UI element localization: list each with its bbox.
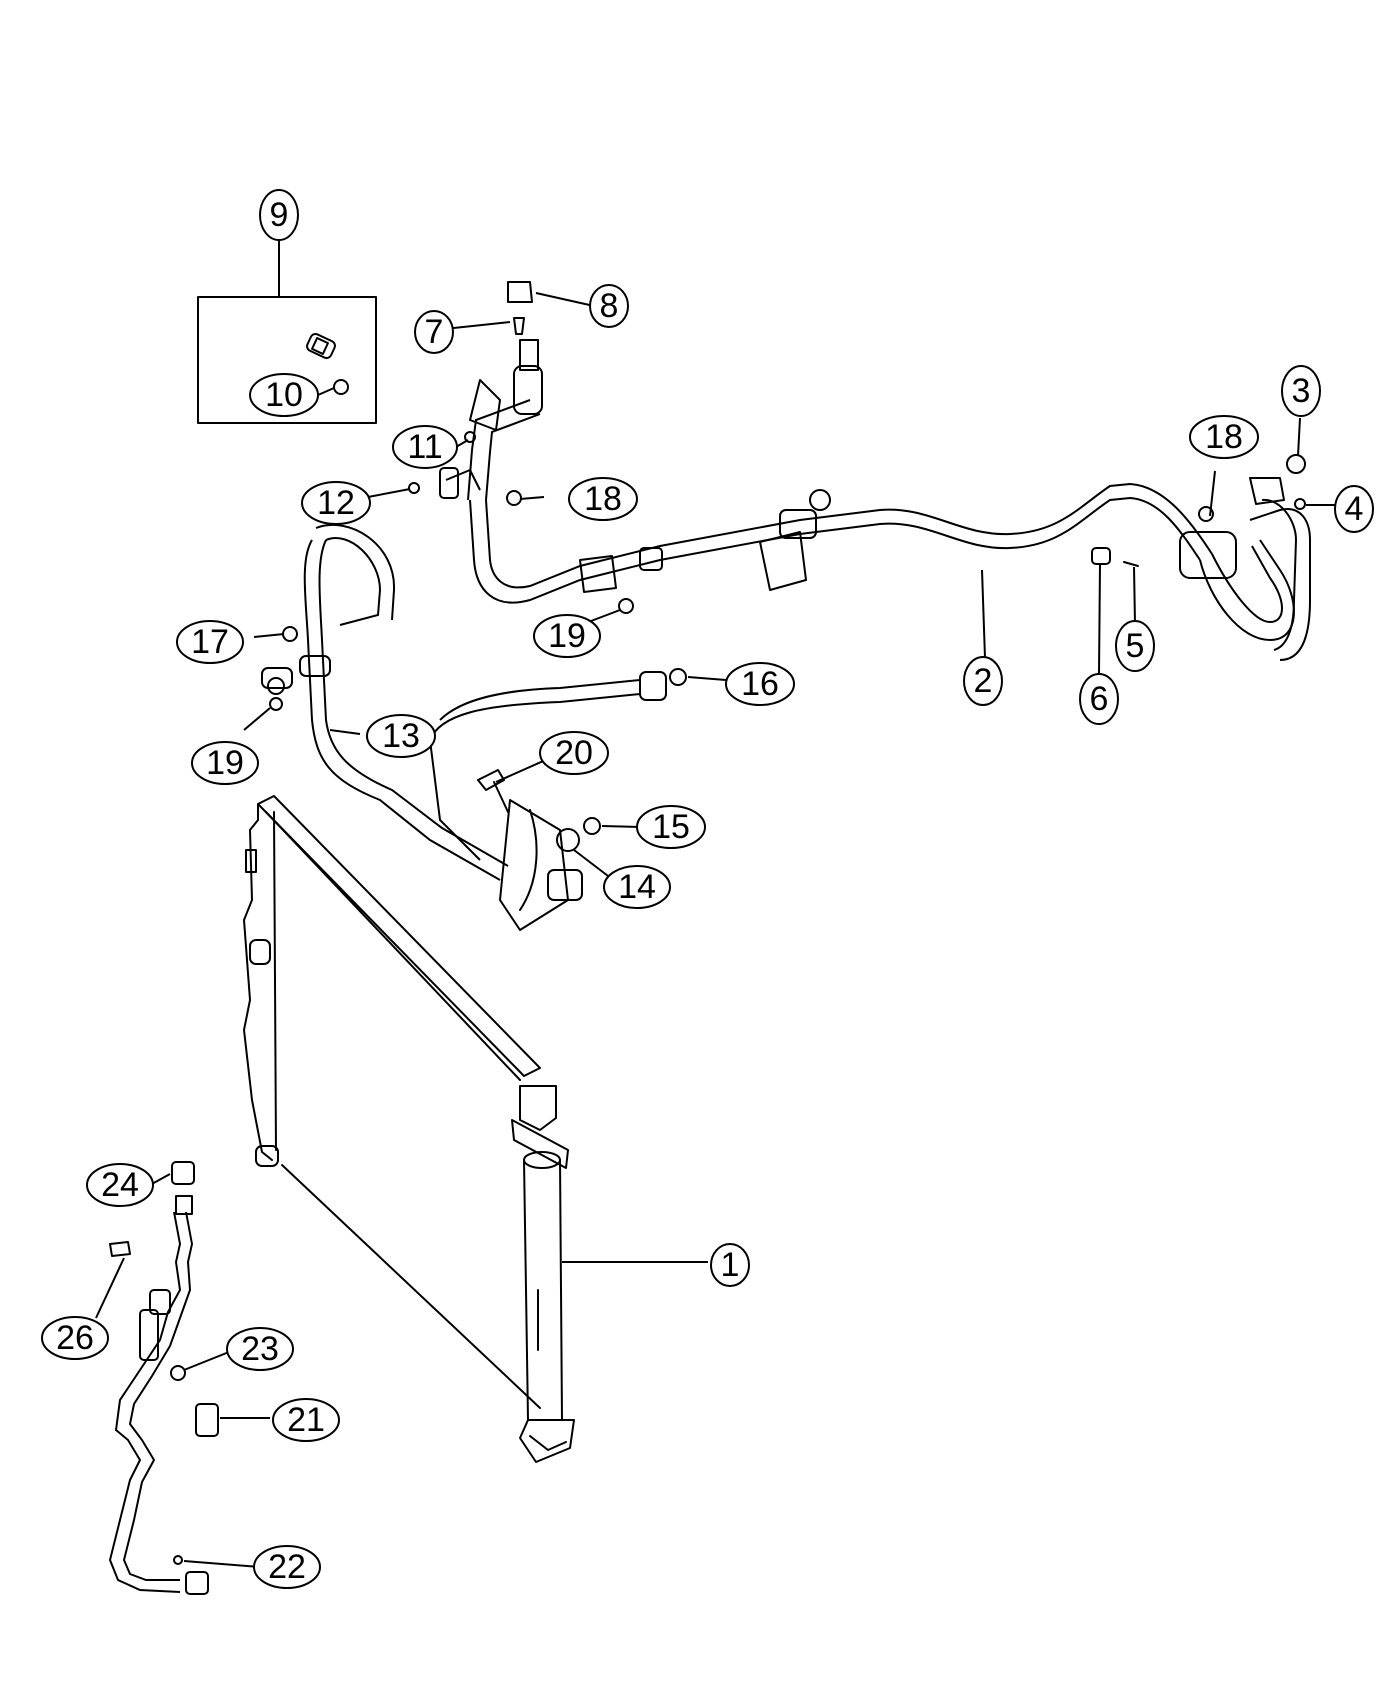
callout-6: 6 — [1079, 673, 1119, 725]
line-21 — [108, 1161, 219, 1595]
callout-21-label: 21 — [287, 1401, 325, 1439]
callout-9: 9 — [259, 189, 299, 241]
callout-14-label: 14 — [618, 868, 656, 906]
callout-26: 26 — [41, 1316, 109, 1360]
nut-18b — [1198, 506, 1214, 522]
callout-14: 14 — [603, 865, 671, 909]
callout-11: 11 — [392, 425, 458, 469]
callout-17: 17 — [176, 620, 244, 664]
callout-16-label: 16 — [741, 665, 779, 703]
callout-19a: 19 — [533, 614, 601, 658]
callout-24: 24 — [86, 1163, 154, 1207]
callout-8-label: 8 — [600, 287, 619, 325]
callout-18a: 18 — [568, 477, 638, 521]
callout-1-label: 1 — [721, 1246, 740, 1284]
o-ring-10 — [333, 379, 349, 395]
callout-13: 13 — [366, 714, 436, 758]
line-2 — [408, 281, 1311, 661]
callout-19a-label: 19 — [548, 617, 586, 655]
leader-lines — [95, 292, 1338, 1568]
callout-9-label: 9 — [270, 196, 289, 234]
callout-19b: 19 — [191, 741, 259, 785]
callout-22: 22 — [253, 1545, 321, 1589]
cap-24 — [171, 1161, 195, 1185]
callout-8: 8 — [589, 284, 629, 328]
callout-10: 10 — [249, 373, 319, 417]
callout-22-label: 22 — [268, 1548, 306, 1586]
pressure-switch — [306, 332, 336, 360]
callout-12-label: 12 — [317, 484, 355, 522]
o-ring-17 — [282, 626, 298, 642]
condenser-1 — [243, 795, 708, 1463]
callout-5-label: 5 — [1126, 627, 1145, 665]
callout-17-label: 17 — [191, 623, 229, 661]
valve-core-7 — [513, 317, 525, 335]
o-ring-4 — [1294, 498, 1306, 510]
callout-24-label: 24 — [101, 1166, 139, 1204]
callout-2-label: 2 — [974, 662, 993, 700]
nut-19a — [618, 598, 634, 614]
callout-18b: 18 — [1189, 415, 1259, 459]
callout-3-label: 3 — [1292, 372, 1311, 410]
hose-13 — [261, 523, 687, 931]
kit-box-9 — [197, 240, 377, 424]
callout-26-label: 26 — [56, 1319, 94, 1357]
o-ring-16 — [669, 668, 687, 686]
callout-7-label: 7 — [425, 313, 444, 351]
callout-15-label: 15 — [652, 808, 690, 846]
o-ring-23 — [170, 1365, 186, 1381]
callout-18b-label: 18 — [1205, 418, 1243, 456]
callout-16: 16 — [725, 662, 795, 706]
o-ring-12 — [408, 482, 420, 494]
callout-18a-label: 18 — [584, 480, 622, 518]
valve-core-5 — [1123, 561, 1139, 567]
callout-11-label: 11 — [407, 428, 442, 466]
callout-1: 1 — [710, 1243, 750, 1287]
callout-3: 3 — [1281, 365, 1321, 417]
callout-20: 20 — [539, 731, 609, 775]
callout-20-label: 20 — [555, 734, 593, 772]
o-ring-15 — [583, 817, 601, 835]
callout-10-label: 10 — [265, 376, 303, 414]
callout-23: 23 — [226, 1327, 294, 1371]
switch-26 — [109, 1241, 131, 1257]
o-ring-3 — [1286, 454, 1306, 474]
callout-4-label: 4 — [1345, 490, 1364, 528]
cap-6 — [1091, 547, 1111, 565]
callout-15: 15 — [636, 805, 706, 849]
nut-18a — [506, 490, 522, 506]
callout-7: 7 — [414, 310, 454, 354]
callout-21: 21 — [272, 1398, 340, 1442]
cap-8 — [507, 281, 533, 303]
o-ring-14 — [556, 828, 580, 852]
callout-19b-label: 19 — [206, 744, 244, 782]
nut-19b — [269, 697, 283, 711]
callout-13-label: 13 — [382, 717, 420, 755]
callout-12: 12 — [301, 481, 371, 525]
callout-2: 2 — [963, 656, 1003, 706]
callout-23-label: 23 — [241, 1330, 279, 1368]
o-ring-11 — [464, 431, 476, 443]
o-ring-22 — [173, 1555, 183, 1565]
callout-4: 4 — [1334, 485, 1374, 533]
callout-5: 5 — [1115, 620, 1155, 672]
callout-6-label: 6 — [1090, 680, 1109, 718]
